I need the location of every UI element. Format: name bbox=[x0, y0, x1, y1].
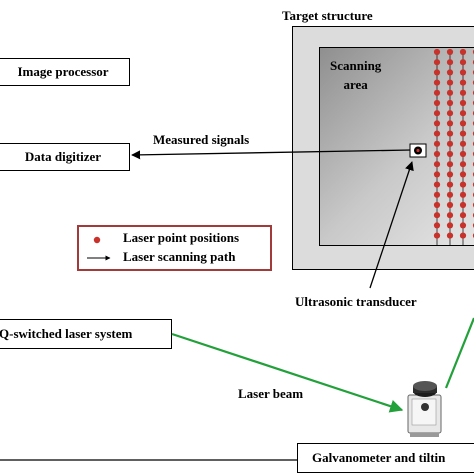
laser-point bbox=[459, 161, 467, 168]
laser-point bbox=[459, 201, 467, 209]
laser-point bbox=[433, 130, 441, 137]
laser-system-box: Q-switched laser system bbox=[0, 319, 172, 349]
laser-point bbox=[433, 110, 441, 117]
laser-point bbox=[433, 99, 441, 107]
galvanometer-device-icon bbox=[407, 381, 442, 437]
laser-point-grid bbox=[433, 48, 474, 245]
laser-point bbox=[459, 69, 467, 76]
laser-point bbox=[459, 232, 467, 239]
laser-point bbox=[446, 69, 454, 76]
laser-point bbox=[446, 110, 454, 117]
laser-point bbox=[433, 120, 441, 127]
laser-point bbox=[433, 181, 441, 188]
reflected-beam-line bbox=[444, 317, 474, 389]
ultrasonic-transducer bbox=[409, 143, 427, 158]
laser-point bbox=[446, 232, 454, 239]
laser-point bbox=[446, 181, 454, 188]
laser-point bbox=[459, 181, 467, 188]
laser-point bbox=[433, 140, 441, 147]
legend-box bbox=[77, 225, 272, 271]
laser-point bbox=[459, 59, 467, 66]
laser-point bbox=[446, 150, 454, 158]
laser-point bbox=[446, 212, 454, 219]
laser-point bbox=[459, 171, 467, 178]
laser-point bbox=[459, 130, 467, 137]
image-processor-box: Image processor bbox=[0, 58, 130, 86]
data-digitizer-box: Data digitizer bbox=[0, 143, 130, 171]
laser-point bbox=[459, 150, 467, 158]
laser-point bbox=[446, 59, 454, 66]
transducer-pointer-arrow bbox=[369, 161, 414, 289]
laser-point bbox=[459, 222, 467, 229]
laser-point bbox=[459, 99, 467, 107]
laser-point bbox=[446, 120, 454, 127]
laser-point bbox=[459, 120, 467, 127]
laser-point bbox=[446, 171, 454, 178]
measured-signals-label: Measured signals bbox=[153, 132, 250, 147]
laser-point bbox=[446, 161, 454, 168]
laser-point bbox=[459, 191, 467, 198]
laser-point bbox=[446, 191, 454, 198]
laser-point bbox=[433, 201, 441, 209]
laser-point bbox=[433, 171, 441, 178]
laser-point bbox=[459, 89, 467, 96]
laser-point bbox=[446, 89, 454, 96]
laser-point bbox=[459, 48, 467, 56]
target-structure-title: Target structure bbox=[282, 8, 373, 23]
laser-point bbox=[446, 201, 454, 209]
laser-point bbox=[433, 69, 441, 76]
laser-beam-label: Laser beam bbox=[238, 386, 304, 401]
laser-point bbox=[446, 222, 454, 229]
laser-point bbox=[433, 48, 441, 56]
laser-point bbox=[459, 79, 467, 86]
legend-dot-icon bbox=[93, 236, 101, 244]
laser-point bbox=[433, 59, 441, 66]
laser-point bbox=[433, 212, 441, 219]
measured-signals-arrow bbox=[131, 149, 412, 160]
laser-point bbox=[433, 191, 441, 198]
laser-beam-line bbox=[171, 332, 404, 413]
laser-point bbox=[459, 140, 467, 147]
laser-point bbox=[446, 48, 454, 56]
ultrasonic-transducer-label: Ultrasonic transducer bbox=[295, 294, 417, 309]
scanning-area-label: Scanning area bbox=[330, 58, 382, 92]
laser-point bbox=[446, 130, 454, 137]
galvanometer-box: Galvanometer and tiltin bbox=[297, 443, 474, 473]
laser-point bbox=[446, 79, 454, 86]
laser-point bbox=[433, 161, 441, 168]
legend-laser-points-label: Laser point positions bbox=[123, 230, 240, 245]
laser-point bbox=[446, 99, 454, 107]
laser-point bbox=[459, 110, 467, 117]
laser-point bbox=[433, 79, 441, 86]
laser-point bbox=[433, 150, 441, 158]
laser-point bbox=[433, 232, 441, 239]
laser-point bbox=[459, 212, 467, 219]
laser-point bbox=[446, 140, 454, 147]
laser-point bbox=[433, 89, 441, 96]
laser-point bbox=[433, 222, 441, 229]
legend-scan-path-label: Laser scanning path bbox=[123, 249, 236, 264]
